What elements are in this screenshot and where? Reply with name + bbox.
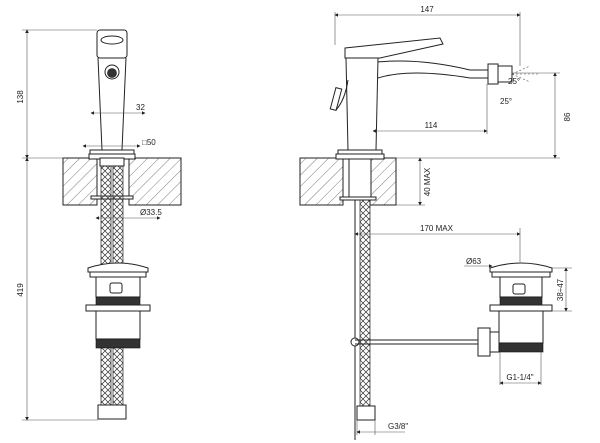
dim-drain-diameter: Ø63 [466,257,482,266]
dim-shank-diameter: Ø33.5 [140,208,162,217]
faucet-body [88,29,136,160]
dim-deck-40-max: 40 MAX [423,167,432,196]
dim-angle-down: 25° [500,97,512,106]
pop-up-drain-front [85,262,151,349]
front-view: 138 419 32 □50 Ø33.5 [16,29,182,421]
dim-projection-147: 147 [420,5,434,14]
flexible-hose [359,199,371,411]
dim-spout-reach-114: 114 [425,121,438,130]
dim-spout-width: 32 [136,103,145,112]
countertop-section [299,157,344,206]
faucet-body-side [329,37,513,160]
dim-base-square: □50 [142,138,156,147]
countertop-section [62,157,98,206]
dim-drain-height: 38÷47 [556,278,565,301]
dim-drain-thread: G1-1/4" [506,373,533,382]
dim-height-419: 419 [16,283,25,297]
dim-hose-thread: G3/8" [388,422,408,431]
pop-up-drain-side [477,262,553,357]
dim-height-138: 138 [16,90,25,104]
dim-angle-up: 25° [508,77,520,86]
dim-rod-170-max: 170 MAX [420,224,454,233]
side-view: 25° 25° 147 86 114 40 MAX [299,5,572,440]
countertop-section [128,157,182,206]
dim-spout-height-86: 86 [563,112,572,121]
